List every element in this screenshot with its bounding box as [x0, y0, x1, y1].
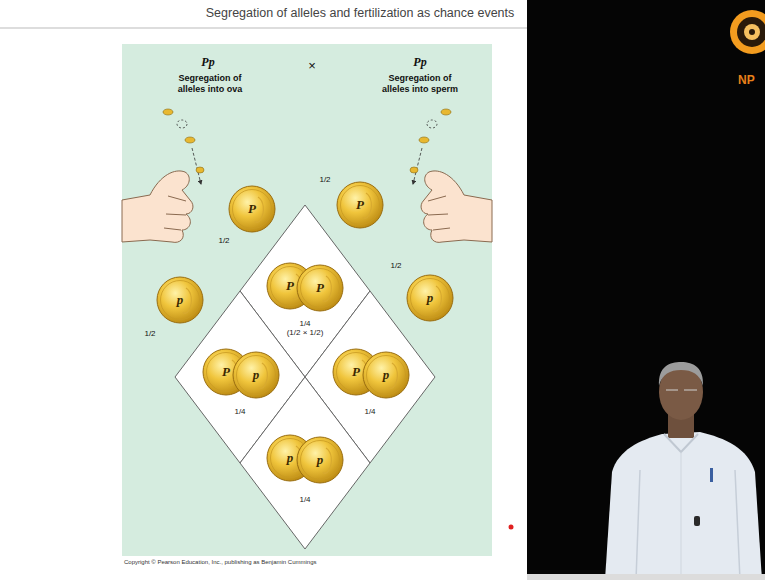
label-wrap: Pp	[413, 55, 426, 69]
copyright-note: Copyright © Pearson Education, Inc., pub…	[124, 559, 317, 566]
probability: 1/2	[390, 261, 401, 271]
probability: 1/2	[144, 329, 155, 339]
gamete-caption: Segregation of alleles into ova	[166, 73, 254, 95]
genotype: Pp	[201, 55, 214, 69]
logo-text: NP	[738, 73, 755, 87]
allele-letter: p	[427, 290, 434, 306]
probability: 1/4	[234, 407, 245, 416]
label-wrap: 1/2	[144, 329, 155, 339]
hand	[421, 171, 492, 242]
allele-coin: P	[296, 264, 344, 312]
probability: (1/2 × 1/2)	[287, 328, 324, 337]
allele-coin: p	[232, 351, 280, 399]
allele-letter: P	[248, 201, 256, 217]
allele-coin: p	[156, 276, 204, 324]
allele-letter: p	[253, 367, 260, 383]
label-wrap: NP	[738, 73, 755, 87]
falling-alleles	[163, 109, 204, 184]
genotype: Pp	[413, 55, 426, 69]
allele-letter: p	[383, 367, 390, 383]
allele-letter: p	[177, 292, 184, 308]
allele-letter: P	[286, 278, 294, 294]
allele-letter: p	[287, 450, 294, 466]
probability: 1/4	[364, 407, 375, 416]
probability: 1/4	[299, 319, 310, 328]
label-wrap: 1/2	[218, 236, 229, 246]
punnett-cell: 1/4 p p	[240, 377, 370, 549]
allele-coin: p	[296, 436, 344, 484]
label-wrap: 1/2	[319, 175, 330, 185]
allele-coin: P	[336, 181, 384, 229]
label-wrap: Copyright © Pearson Education, Inc., pub…	[124, 559, 317, 566]
slide-title: Segregation of alleles and fertilization…	[160, 6, 560, 20]
allele-coin: p	[362, 351, 410, 399]
pointer-dot	[509, 525, 514, 530]
label-wrap: Segregation of alleles into ova	[166, 73, 254, 95]
probability: 1/4	[299, 495, 310, 504]
allele-coin: p	[406, 274, 454, 322]
falling-alleles	[410, 109, 451, 184]
label-wrap: Segregation of alleles into sperm	[376, 73, 464, 95]
probability: 1/2	[218, 236, 229, 246]
probability: 1/2	[319, 175, 330, 185]
allele-letter: P	[222, 364, 230, 380]
gamete-caption: Segregation of alleles into sperm	[376, 73, 464, 95]
logo	[730, 10, 765, 54]
label-wrap: ×	[308, 58, 316, 74]
allele-letter: P	[316, 280, 324, 296]
hand	[122, 171, 193, 242]
label-wrap: 1/2	[390, 261, 401, 271]
allele-letter: p	[317, 452, 324, 468]
label-wrap: Pp	[201, 55, 214, 69]
lecturer	[605, 362, 762, 580]
allele-letter: P	[352, 364, 360, 380]
title-wrap: Segregation of alleles and fertilization…	[160, 6, 560, 20]
allele-letter: P	[356, 197, 364, 213]
allele-coin: P	[228, 185, 276, 233]
cross-sign: ×	[308, 58, 316, 74]
